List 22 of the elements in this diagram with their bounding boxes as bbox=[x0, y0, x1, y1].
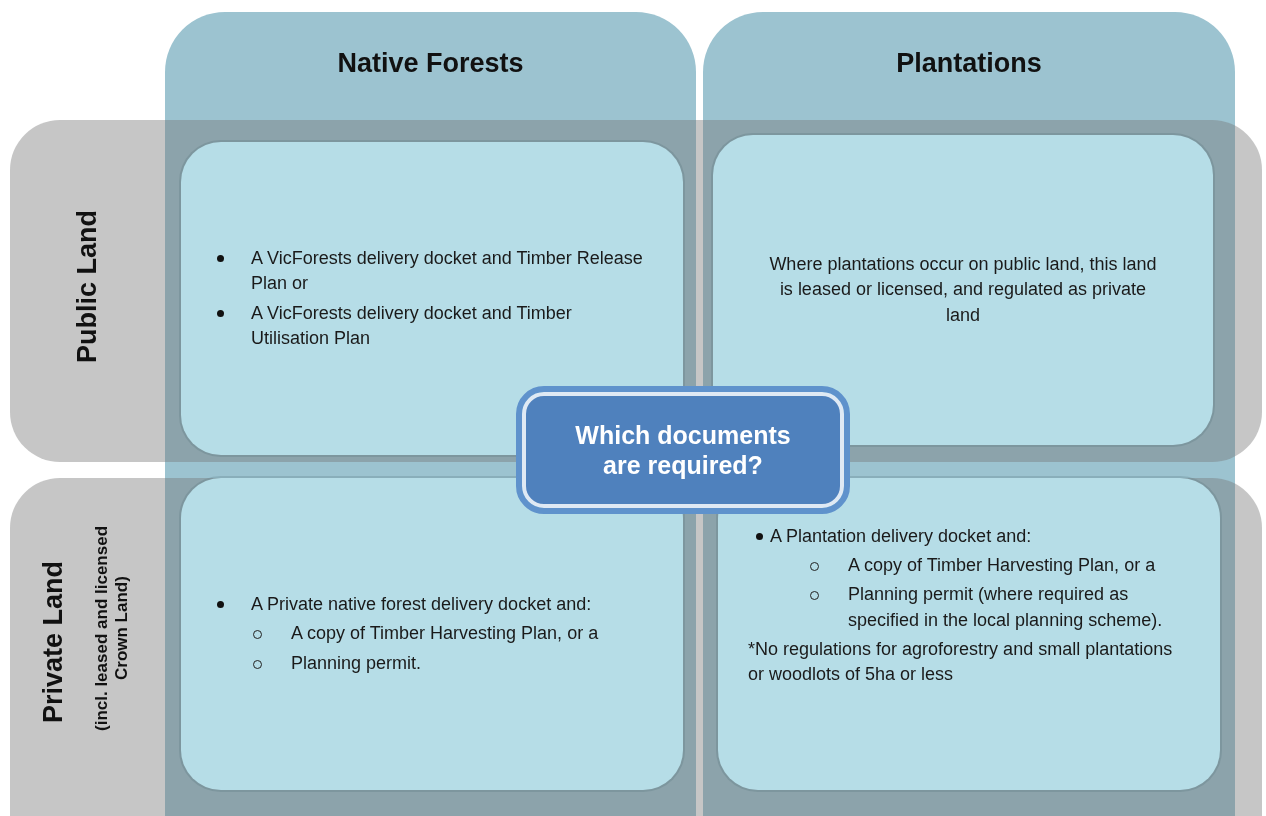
column-heading: Plantations bbox=[895, 48, 1043, 79]
row-heading: Public Land bbox=[72, 209, 103, 363]
question-text: Which documents are required? bbox=[574, 420, 792, 480]
list-item: A Plantation delivery docket and: bbox=[770, 525, 1033, 548]
paragraph: *No regulations for agroforestry and small plantations or woodlots of 5ha or less bbox=[748, 637, 1174, 686]
content-card bbox=[718, 478, 1220, 790]
column-header-band bbox=[165, 12, 696, 120]
row-header-band bbox=[10, 120, 165, 462]
row-header-band bbox=[10, 478, 165, 816]
content-card bbox=[181, 478, 683, 790]
list-item: Planning permit (where required as specified in the local planning scheme). bbox=[848, 583, 1164, 632]
row-subheading: (incl. leased and licensed Crown Land) bbox=[92, 524, 132, 733]
list-item: A Private native forest delivery docket and: bbox=[251, 593, 593, 617]
list-item: Planning permit. bbox=[291, 651, 423, 675]
paragraph: Where plantations occur on public land, this land is leased or licensed, and regulated as private land bbox=[768, 253, 1158, 327]
row-heading: Private Land bbox=[38, 560, 69, 724]
column-heading: Native Forests bbox=[336, 48, 525, 79]
list-item: A VicForests delivery docket and Timber Release Plan or bbox=[251, 247, 644, 296]
list-item: A VicForests delivery docket and Timber Utilisation Plan bbox=[251, 301, 573, 350]
list-item: A copy of Timber Harvesting Plan, or a bbox=[291, 622, 600, 646]
column-header-band bbox=[703, 12, 1235, 120]
list-item: A copy of Timber Harvesting Plan, or a bbox=[848, 554, 1157, 578]
